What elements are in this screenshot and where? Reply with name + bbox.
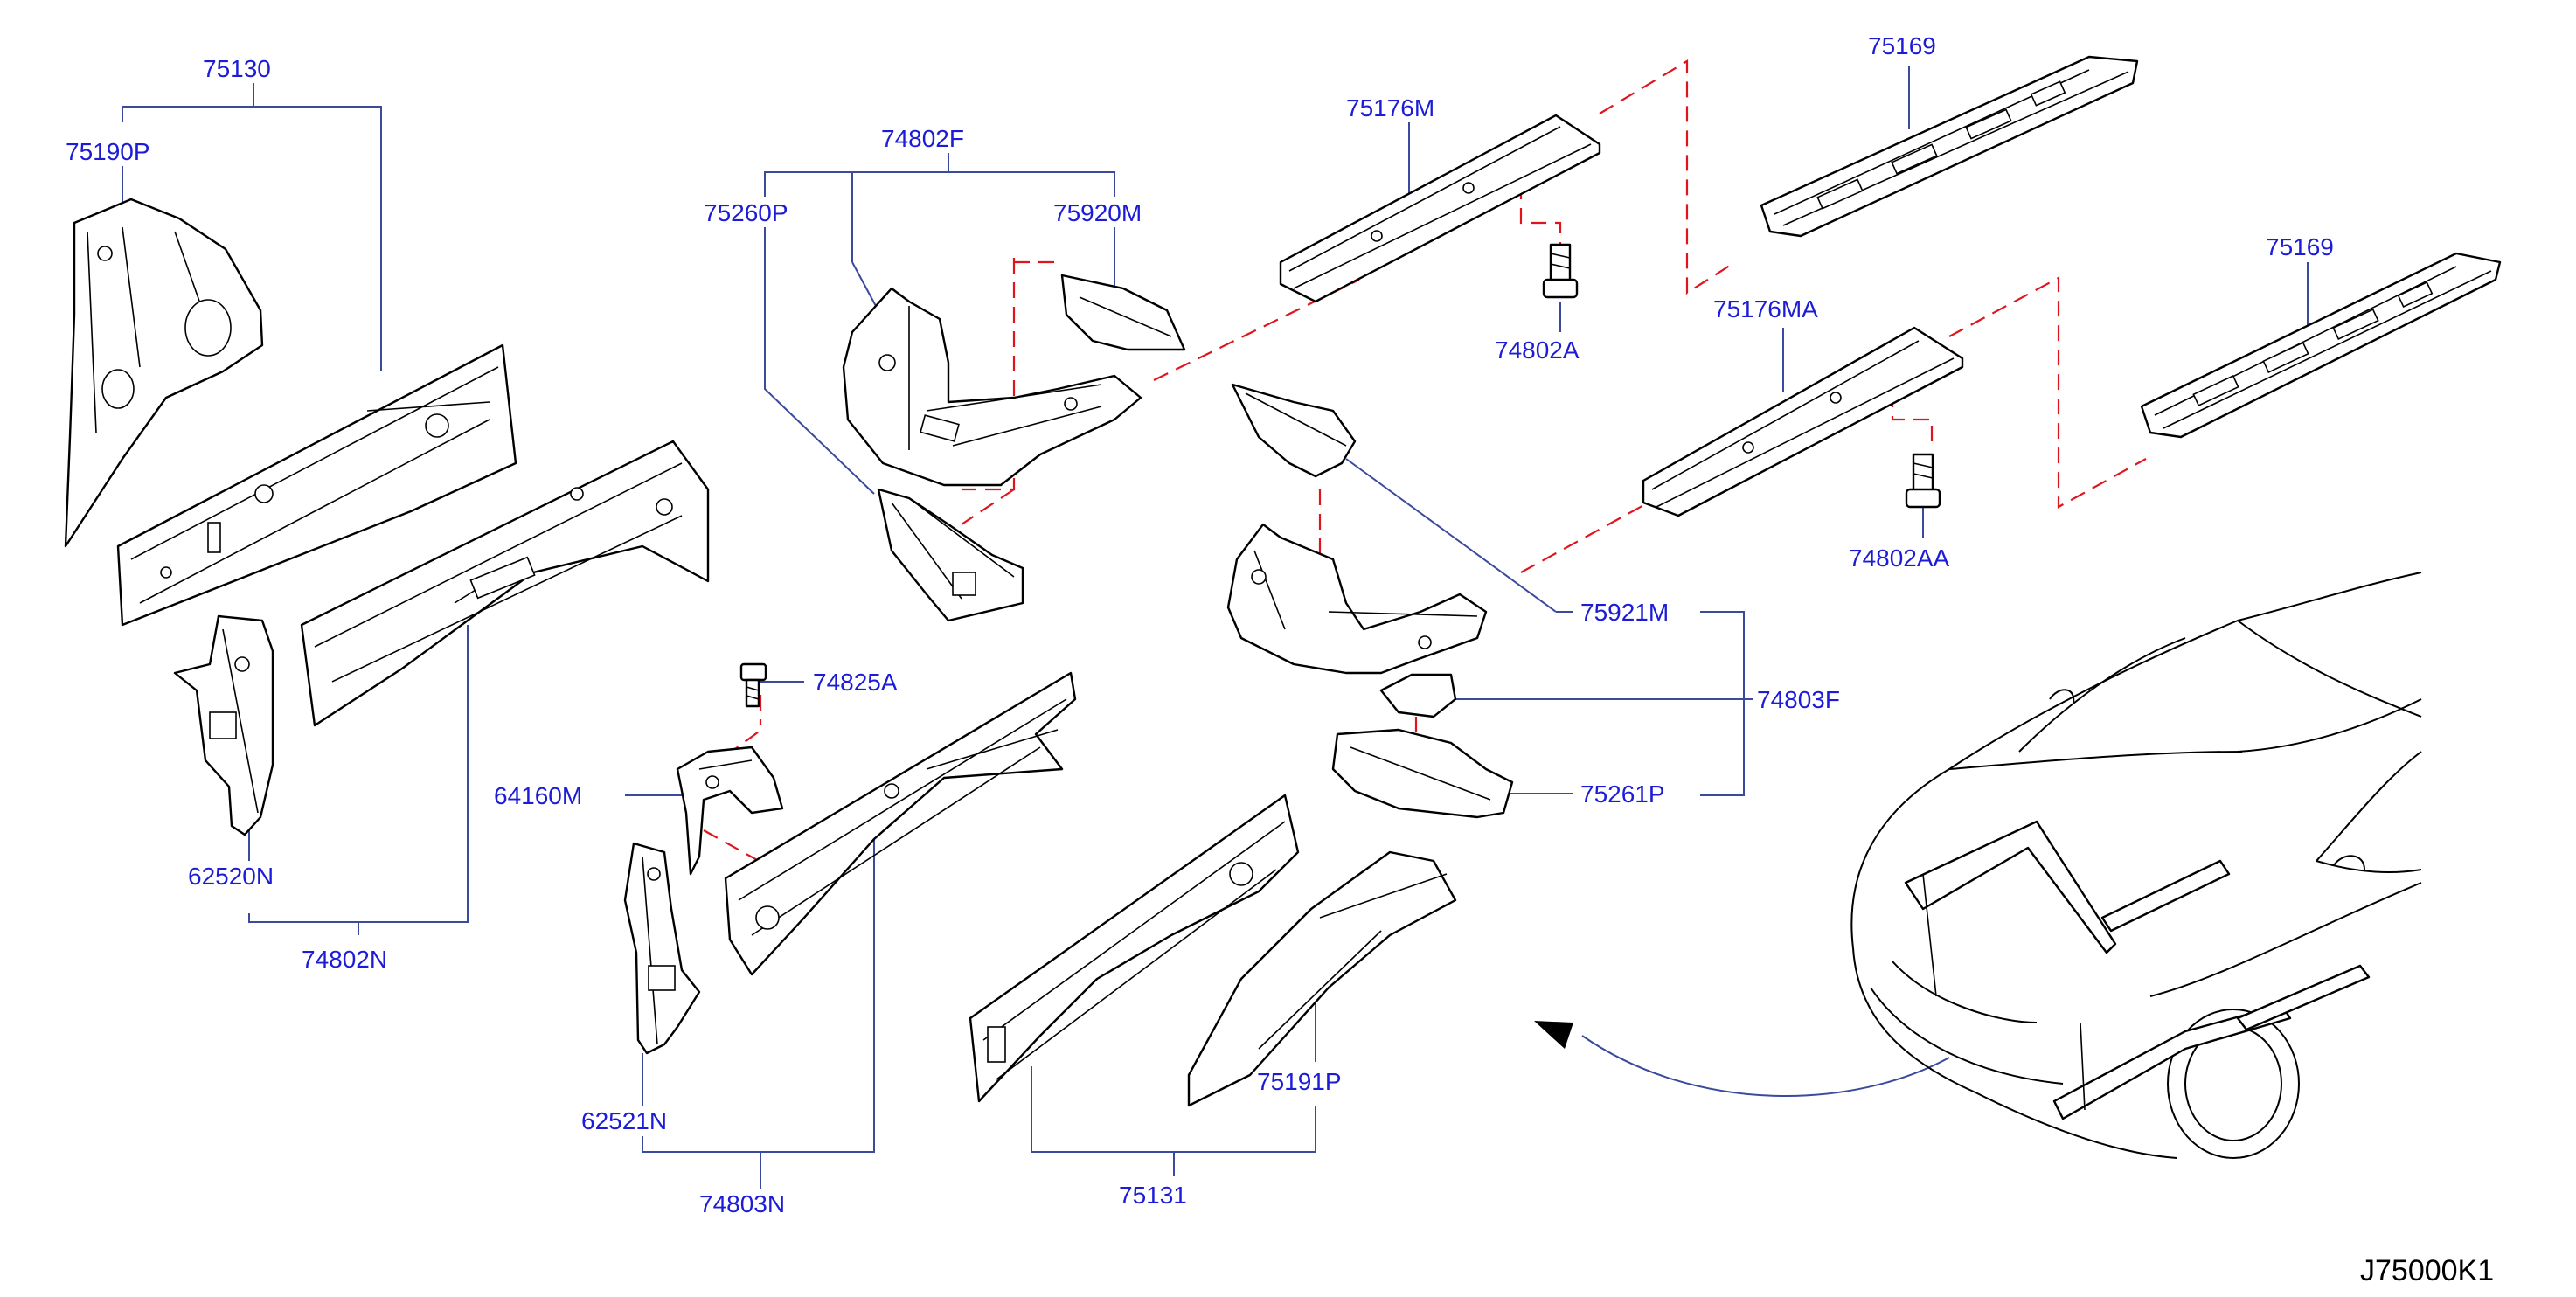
part-75176MA — [1642, 326, 1964, 517]
part-75191P — [1187, 850, 1457, 1107]
part-75920M — [1060, 274, 1186, 351]
part-62520N — [173, 614, 274, 836]
part-75130 — [116, 343, 517, 627]
part-74802A-bolt — [1542, 243, 1579, 299]
label-75176M: 75176M — [1346, 94, 1434, 121]
label-75176MA: 75176MA — [1713, 295, 1818, 323]
label-75260P: 75260P — [704, 199, 788, 226]
label-75921M: 75921M — [1580, 599, 1669, 626]
label-74802F: 74802F — [881, 125, 964, 152]
label-75261P: 75261P — [1580, 780, 1665, 808]
label-62520N: 62520N — [188, 863, 274, 890]
part-75261P — [1331, 728, 1514, 819]
part-74803N — [724, 671, 1077, 976]
label-75169-upper: 75169 — [1868, 32, 1936, 59]
dashed-connectors — [703, 59, 2147, 875]
label-74802A: 74802A — [1495, 336, 1580, 364]
part-74825A-bolt — [739, 662, 767, 708]
part-75169-lower — [2140, 252, 2502, 439]
label-75130: 75130 — [203, 55, 271, 82]
label-75169-lower: 75169 — [2266, 233, 2334, 260]
part-64160M — [676, 746, 784, 876]
part-74802AA-bolt — [1905, 453, 1941, 509]
label-74802N: 74802N — [302, 946, 387, 973]
part-75169-upper — [1760, 55, 2139, 238]
diagram-code: J75000K1 — [2360, 1254, 2494, 1287]
part-75176M — [1279, 114, 1601, 303]
label-74803N: 74803N — [699, 1190, 785, 1217]
part-74802N — [300, 440, 710, 727]
part-75190P — [64, 198, 264, 548]
part-74802F — [842, 287, 1142, 487]
part-74803F — [1226, 523, 1488, 718]
part-labels: 75130 75190P 62520N 74802N 74802F 75260P… — [66, 32, 2334, 1217]
label-75131: 75131 — [1119, 1182, 1187, 1209]
part-75260P — [877, 488, 1024, 622]
label-64160M: 64160M — [494, 782, 582, 809]
label-75191P: 75191P — [1257, 1068, 1342, 1095]
label-75920M: 75920M — [1053, 199, 1142, 226]
label-75190P: 75190P — [66, 138, 150, 165]
label-74825A: 74825A — [813, 669, 898, 696]
label-74803F: 74803F — [1757, 686, 1840, 713]
vehicle-locator-sketch — [1850, 572, 2422, 1159]
label-62521N: 62521N — [581, 1107, 667, 1134]
pointer-arrow-head — [1534, 1021, 1573, 1049]
part-75921M — [1231, 383, 1357, 478]
leader-lines — [122, 66, 2309, 1189]
label-74802AA: 74802AA — [1849, 544, 1950, 572]
part-62521N — [623, 842, 701, 1055]
part-75131 — [969, 794, 1300, 1103]
